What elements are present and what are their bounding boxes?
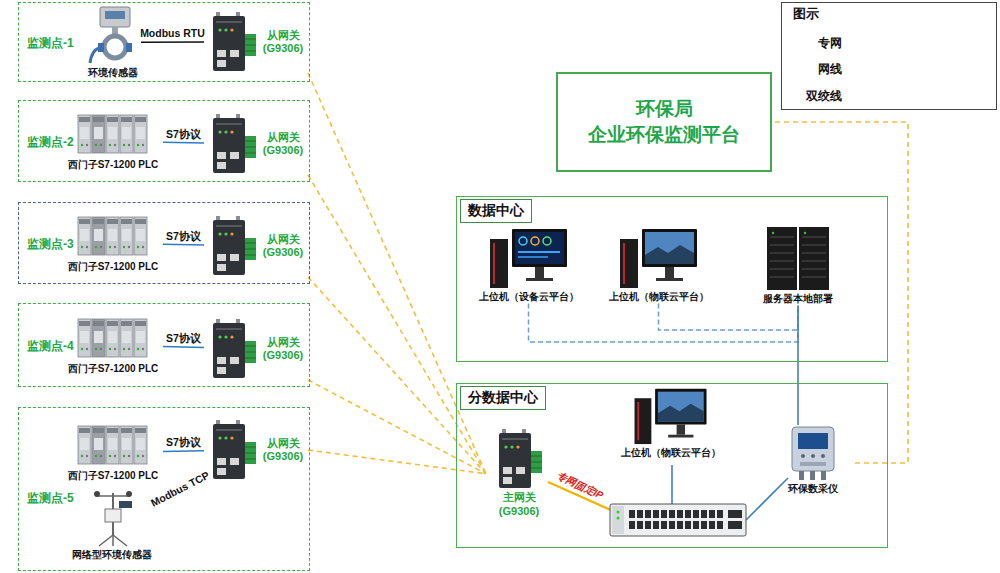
monitor-group: 监测点-3 西门子S7-1200 PLC 从网关 (G9306) — [18, 202, 310, 284]
plc-icon — [77, 422, 149, 468]
edge-label: Modbus RTU — [138, 27, 207, 40]
legend-title: 图示 — [793, 5, 819, 23]
legend-text: 双绞线 — [770, 88, 842, 105]
gateway-device: 从网关 (G9306) — [204, 215, 308, 277]
group-heading: 监测点-4 — [27, 338, 74, 355]
link-note: 专网固定IP — [555, 469, 606, 503]
connector — [308, 277, 486, 474]
gw-icon — [208, 216, 258, 276]
gateway-device: 从网关 (G9306) — [204, 318, 308, 380]
device-node: 西门子S7-1200 PLC — [63, 315, 163, 376]
legend-text: 专网 — [770, 35, 842, 52]
pcd-icon — [490, 227, 568, 289]
device-label: 西门子S7-1200 PLC — [68, 363, 159, 376]
gateway-device: 从网关 (G9306) — [204, 419, 308, 481]
edge-label: S7协议 — [164, 127, 203, 140]
gateway-device: 从网关 (G9306) — [204, 11, 308, 73]
device-node: 环境传感器 — [85, 5, 141, 80]
platform-subtitle: 企业环保监测平台 — [588, 122, 740, 148]
device-node: 环保数采仪 — [771, 425, 855, 496]
center-tab-title: 分数据中心 — [460, 386, 546, 410]
connector — [308, 73, 486, 474]
edge-label: S7协议 — [164, 332, 203, 345]
device-node: 西门子S7-1200 PLC — [63, 111, 163, 172]
gw-icon — [494, 429, 544, 489]
legend-text: 网线 — [770, 61, 842, 78]
env-icon — [86, 5, 141, 65]
device-label: 西门子S7-1200 PLC — [68, 470, 159, 483]
device-label: 服务器本地部署 — [763, 293, 833, 306]
plc-icon — [77, 315, 149, 361]
connector — [163, 141, 204, 143]
group-heading: 监测点-3 — [27, 236, 74, 253]
network-switch — [610, 504, 746, 536]
monitor-group: 监测点-4 西门子S7-1200 PLC 从网关 (G9306) — [18, 303, 310, 387]
device-node: 上位机（物联云平台） — [616, 387, 726, 460]
plc-icon — [77, 213, 149, 259]
connector — [529, 304, 799, 343]
device-label: 西门子S7-1200 PLC — [68, 261, 159, 274]
device-node: 上位机（物联云平台） — [601, 227, 716, 304]
platform-title: 环保局 — [636, 96, 693, 122]
gateway-label: 从网关 (G9306) — [258, 131, 308, 157]
gateway-label: 从网关 (G9306) — [258, 233, 308, 259]
group-heading: 监测点-5 — [27, 490, 74, 507]
plc-icon — [77, 111, 149, 157]
data-center-box: 分数据中心主网关 (G9306) 上位机（物联云平台） 环保数采仪 — [456, 383, 888, 548]
device-label: 环保数采仪 — [788, 483, 838, 496]
connector — [163, 243, 204, 245]
device-node: 上位机（设备云平台） — [466, 227, 591, 304]
network-cable — [746, 478, 788, 520]
data-center-box: 数据中心上位机（设备云平台） 上位机（物联云平台） 服务器本地部署 — [456, 196, 888, 362]
monitor-group: 监测点-2 西门子S7-1200 PLC 从网关 (G9306) — [18, 100, 310, 182]
connector — [797, 306, 799, 426]
gw-icon — [208, 12, 258, 72]
gateway-label: 从网关 (G9306) — [258, 437, 308, 463]
gw-icon — [208, 420, 258, 480]
gw-icon — [208, 319, 258, 379]
device-label: 环境传感器 — [88, 67, 138, 80]
daq-icon — [788, 425, 838, 481]
device-label: 上位机（设备云平台） — [479, 291, 579, 304]
connector — [308, 450, 486, 474]
platform-box: 环保局企业环保监测平台 — [556, 72, 772, 172]
monitor-group: 监测点-1 环境传感器 从网关 (G9306) — [18, 2, 310, 82]
edge-label: S7协议 — [164, 229, 203, 242]
connector — [163, 450, 204, 452]
gateway-label: 从网关 (G9306) — [258, 29, 308, 55]
device-label: 主网关 (G9306) — [492, 491, 546, 519]
device-label: 上位机（物联云平台） — [621, 447, 721, 460]
network-cable — [671, 465, 673, 504]
rack-icon — [765, 225, 831, 291]
net-icon — [85, 487, 140, 547]
device-node: 西门子S7-1200 PLC — [63, 213, 163, 274]
device-node: 服务器本地部署 — [753, 225, 843, 306]
gateway-device: 从网关 (G9306) — [204, 113, 308, 175]
device-label: 西门子S7-1200 PLC — [68, 159, 159, 172]
group-heading: 监测点-1 — [27, 35, 74, 52]
pc-icon — [633, 387, 709, 445]
pc-icon — [620, 227, 698, 289]
device-label: 网络型环境传感器 — [72, 549, 152, 562]
connector — [141, 41, 204, 43]
device-node: 西门子S7-1200 PLC — [63, 422, 163, 483]
connector — [659, 304, 799, 331]
device-node: 网络型环境传感器 — [69, 487, 155, 562]
center-tab-title: 数据中心 — [460, 199, 532, 223]
edge-label: S7协议 — [164, 436, 203, 449]
device-node: 主网关 (G9306) — [486, 429, 552, 519]
device-label: 上位机（物联云平台） — [609, 291, 709, 304]
connector — [163, 347, 204, 348]
gw-icon — [208, 114, 258, 174]
gateway-label: 从网关 (G9306) — [258, 336, 308, 362]
group-heading: 监测点-2 — [27, 134, 74, 151]
